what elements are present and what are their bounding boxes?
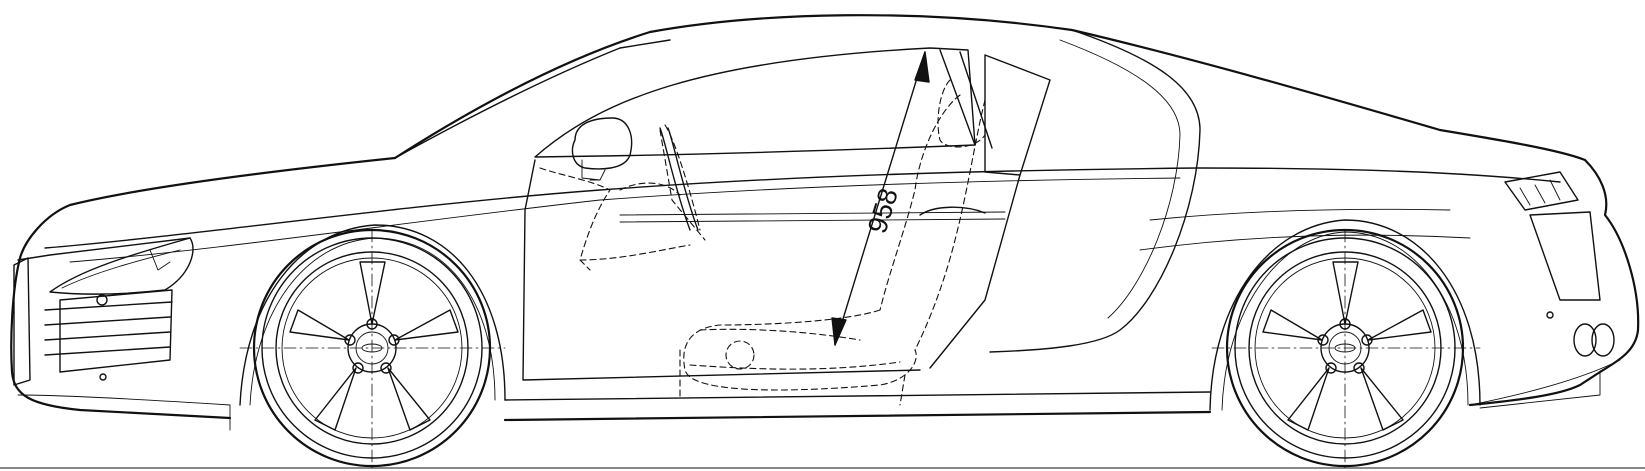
tail-light [1504, 171, 1579, 211]
car-body-outline [10, 14, 1640, 431]
front-grille [13, 257, 31, 386]
door-panel [522, 159, 1021, 381]
dimension-label: 958 [862, 185, 904, 237]
rear-wheel-arch [1209, 219, 1481, 411]
rear-wheel [1211, 228, 1481, 469]
rear-vent [1529, 211, 1601, 301]
exhaust-pipe [1546, 311, 1615, 357]
front-air-intake [44, 289, 173, 381]
steering-column [659, 127, 699, 231]
front-wheel [239, 228, 506, 469]
height-dimension-line [831, 51, 930, 346]
side-windows [394, 29, 1201, 353]
headlight [49, 237, 194, 295]
seat-outline-dashed [539, 79, 986, 406]
side-mirror [571, 117, 633, 181]
